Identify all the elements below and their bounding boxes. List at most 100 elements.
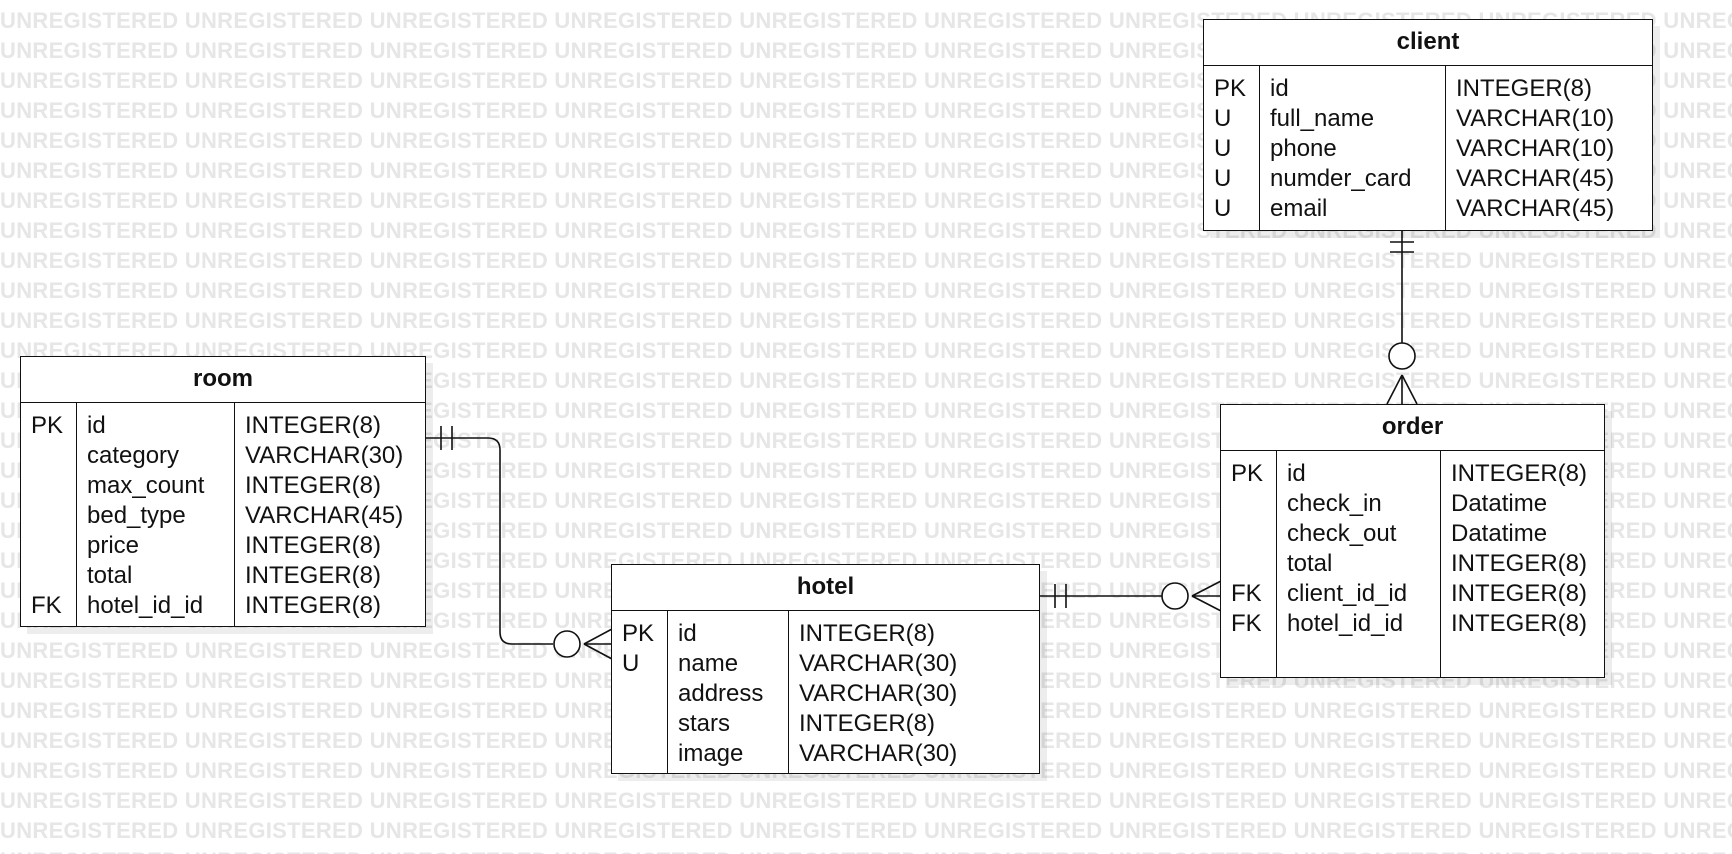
field-type: VARCHAR(45) <box>1456 165 1615 192</box>
connector-line <box>425 437 553 645</box>
key-cell: PK <box>1214 75 1247 102</box>
relationship-hotel-order[interactable] <box>1039 580 1222 612</box>
key-cell <box>21 561 76 591</box>
key-cell: U <box>1214 135 1232 162</box>
field-name: check_out <box>1287 520 1397 547</box>
key-cell <box>612 709 667 739</box>
field-type: VARCHAR(30) <box>799 740 958 767</box>
field-name: phone <box>1270 135 1337 162</box>
field-name: image <box>678 740 744 767</box>
watermark-text: UNREGISTERED UNREGISTERED UNREGISTERED U… <box>0 248 1732 273</box>
key-cell <box>21 471 76 501</box>
field-name: category <box>87 442 180 469</box>
one-mandatory-marker <box>1054 584 1067 608</box>
field-name: max_count <box>87 472 205 499</box>
watermark-text: UNREGISTERED UNREGISTERED UNREGISTERED U… <box>0 818 1732 843</box>
field-type: INTEGER(8) <box>245 532 382 559</box>
many-crowfoot-marker <box>583 628 613 660</box>
many-crowfoot-marker <box>1191 580 1222 612</box>
field-name: name <box>678 650 739 677</box>
one-mandatory-marker <box>440 426 453 450</box>
field-name: check_in <box>1287 490 1382 517</box>
entity-title: client <box>1204 20 1652 66</box>
watermark-text: UNREGISTERED UNREGISTERED UNREGISTERED U… <box>0 308 1732 333</box>
key-cell: PK <box>622 620 655 647</box>
field-type: INTEGER(8) <box>245 592 382 619</box>
field-name: hotel_id_id <box>1287 610 1404 637</box>
field-type-column: INTEGER(8) VARCHAR(30) VARCHAR(30) INTEGER(… <box>789 611 1039 773</box>
zero-optional-marker <box>553 630 581 658</box>
field-type-column: INTEGER(8)VARCHAR(10)VARCHAR(10)VARCHAR(… <box>1446 66 1652 230</box>
field-type: INTEGER(8) <box>245 562 382 589</box>
entity-title: hotel <box>612 565 1039 611</box>
key-cell <box>1221 489 1276 519</box>
field-type: VARCHAR(30) <box>245 442 404 469</box>
key-cell: U <box>622 650 640 677</box>
field-type: INTEGER(8) <box>245 412 382 439</box>
field-type: INTEGER(8) <box>245 472 382 499</box>
relationship-client-order[interactable] <box>1386 230 1418 405</box>
field-name: bed_type <box>87 502 186 529</box>
key-cell <box>1221 519 1276 549</box>
many-crowfoot-marker <box>1386 374 1418 405</box>
field-type: INTEGER(8) <box>1451 460 1588 487</box>
zero-optional-marker <box>1388 342 1416 370</box>
key-cell <box>21 441 76 471</box>
entity-hotel[interactable]: hotel PK U id name address stars image INTEGE… <box>611 564 1040 774</box>
field-type: INTEGER(8) <box>1456 75 1593 102</box>
key-cell: PK <box>1231 460 1264 487</box>
field-name: address <box>678 680 764 707</box>
key-cell: PK <box>31 412 64 439</box>
field-type: INTEGER(8) <box>1451 580 1588 607</box>
field-name: total <box>1287 550 1333 577</box>
field-name: price <box>87 532 140 559</box>
field-name: id <box>87 412 106 439</box>
key-cell: U <box>1214 165 1232 192</box>
entity-body: PK U id name address stars image INTEGER(8) VA… <box>612 611 1039 773</box>
key-cell <box>1221 549 1276 579</box>
field-type: VARCHAR(10) <box>1456 105 1615 132</box>
field-type: Datatime <box>1451 490 1548 517</box>
key-column: PK FK <box>21 403 77 626</box>
field-type: VARCHAR(30) <box>799 650 958 677</box>
one-mandatory-marker <box>1390 241 1414 253</box>
field-name: id <box>1287 460 1306 487</box>
watermark-text: UNREGISTERED UNREGISTERED UNREGISTERED U… <box>0 788 1732 813</box>
field-name: total <box>87 562 133 589</box>
relationship-room-hotel[interactable] <box>425 426 613 660</box>
field-type: INTEGER(8) <box>799 710 936 737</box>
field-name: stars <box>678 710 731 737</box>
field-name: id <box>678 620 697 647</box>
key-cell: FK <box>31 592 62 619</box>
field-name: id <box>1270 75 1289 102</box>
field-name: client_id_id <box>1287 580 1408 607</box>
field-type: VARCHAR(30) <box>799 680 958 707</box>
key-cell <box>612 679 667 709</box>
zero-optional-marker <box>1161 582 1189 610</box>
field-type: INTEGER(8) <box>799 620 936 647</box>
field-type: INTEGER(8) <box>1451 550 1588 577</box>
key-cell: FK <box>1231 580 1262 607</box>
field-type-column: INTEGER(8)VARCHAR(30)INTEGER(8)VARCHAR(4… <box>235 403 425 626</box>
field-name: hotel_id_id <box>87 592 204 619</box>
key-cell <box>21 531 76 561</box>
key-cell <box>21 501 76 531</box>
entity-title: order <box>1221 405 1604 451</box>
key-cell <box>612 739 667 769</box>
field-name: full_name <box>1270 105 1375 132</box>
field-type: Datatime <box>1451 520 1548 547</box>
field-type: INTEGER(8) <box>1451 610 1588 637</box>
field-name-column: id name address stars image <box>668 611 789 773</box>
